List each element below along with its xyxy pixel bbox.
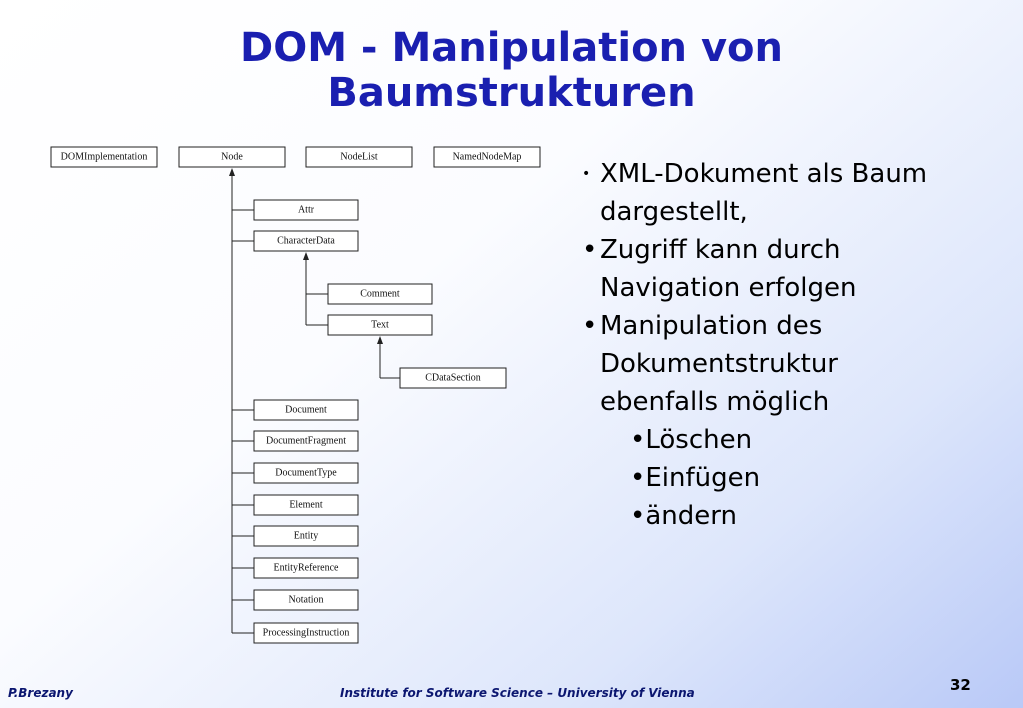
bullet-text: Zugriff kann durch: [600, 235, 841, 265]
svg-text:Comment: Comment: [360, 288, 400, 299]
svg-text:DocumentFragment: DocumentFragment: [266, 435, 346, 446]
box-notation: Notation: [253, 589, 359, 611]
svg-text:Text: Text: [371, 319, 389, 330]
box-documentfragment: DocumentFragment: [253, 430, 359, 452]
bullet-text: Manipulation des: [600, 311, 823, 341]
box-text: Text: [327, 314, 433, 336]
bullet-text: Dokumentstruktur: [600, 349, 838, 379]
bullet-list: • XML-Dokument als Baum dargestellt, • Z…: [582, 155, 1012, 535]
box-attr: Attr: [253, 199, 359, 221]
svg-text:Document: Document: [285, 404, 327, 415]
box-documenttype: DocumentType: [253, 462, 359, 484]
sub-bullet-item: •ändern: [630, 501, 737, 531]
box-nodelist: NodeList: [305, 146, 413, 168]
svg-text:ProcessingInstruction: ProcessingInstruction: [263, 627, 350, 638]
box-document: Document: [253, 399, 359, 421]
bullet-dot-icon: •: [582, 166, 591, 182]
sub-bullet-item: •Löschen: [630, 425, 753, 455]
footer-author: P.Brezany: [8, 686, 73, 700]
slide-title: DOM - Manipulation von Baumstrukturen: [0, 26, 1023, 116]
svg-text:Attr: Attr: [298, 204, 315, 215]
bullet-item: • XML-Dokument als Baum dargestellt,: [582, 155, 1012, 231]
box-domimplementation: DOMImplementation: [50, 146, 158, 168]
sub-bullet-text: ändern: [645, 501, 737, 531]
svg-text:DOMImplementation: DOMImplementation: [61, 151, 148, 162]
svg-text:CharacterData: CharacterData: [277, 235, 335, 246]
box-characterdata: CharacterData: [253, 230, 359, 252]
bullet-item: • Zugriff kann durch Navigation erfolgen: [582, 231, 1012, 307]
title-line-2: Baumstrukturen: [327, 70, 696, 116]
sub-bullet-text: Einfügen: [645, 463, 761, 493]
svg-text:CDataSection: CDataSection: [425, 372, 481, 383]
box-namednodemap: NamedNodeMap: [433, 146, 541, 168]
page-number: 32: [950, 676, 971, 694]
bullet-item: • Manipulation des Dokumentstruktur eben…: [582, 307, 1012, 421]
bullet-dot-icon: •: [582, 311, 598, 341]
bullet-text: dargestellt,: [600, 197, 748, 227]
sub-bullet-text: Löschen: [645, 425, 753, 455]
bullet-text: ebenfalls möglich: [600, 387, 830, 417]
svg-text:Element: Element: [289, 499, 323, 510]
svg-text:NamedNodeMap: NamedNodeMap: [453, 151, 522, 162]
svg-text:DocumentType: DocumentType: [275, 467, 337, 478]
diagram-connectors: [229, 168, 400, 634]
svg-text:Notation: Notation: [289, 594, 324, 605]
svg-text:EntityReference: EntityReference: [274, 562, 340, 573]
bullet-dot-icon: •: [582, 235, 598, 265]
box-entityreference: EntityReference: [253, 557, 359, 579]
box-element: Element: [253, 494, 359, 516]
bullet-text: XML-Dokument als Baum: [600, 159, 928, 189]
sub-bullet-item: •Einfügen: [630, 463, 761, 493]
box-node: Node: [178, 146, 286, 168]
footer-institute: Institute for Software Science – Univers…: [340, 686, 695, 700]
box-processinginstruction: ProcessingInstruction: [253, 622, 359, 644]
title-line-1: DOM - Manipulation von: [239, 25, 783, 71]
svg-text:NodeList: NodeList: [340, 151, 377, 162]
box-entity: Entity: [253, 525, 359, 547]
box-comment: Comment: [327, 283, 433, 305]
bullet-text: Navigation erfolgen: [600, 273, 857, 303]
svg-text:Node: Node: [221, 151, 243, 162]
svg-text:Entity: Entity: [294, 530, 318, 541]
box-cdatasection: CDataSection: [399, 367, 507, 389]
